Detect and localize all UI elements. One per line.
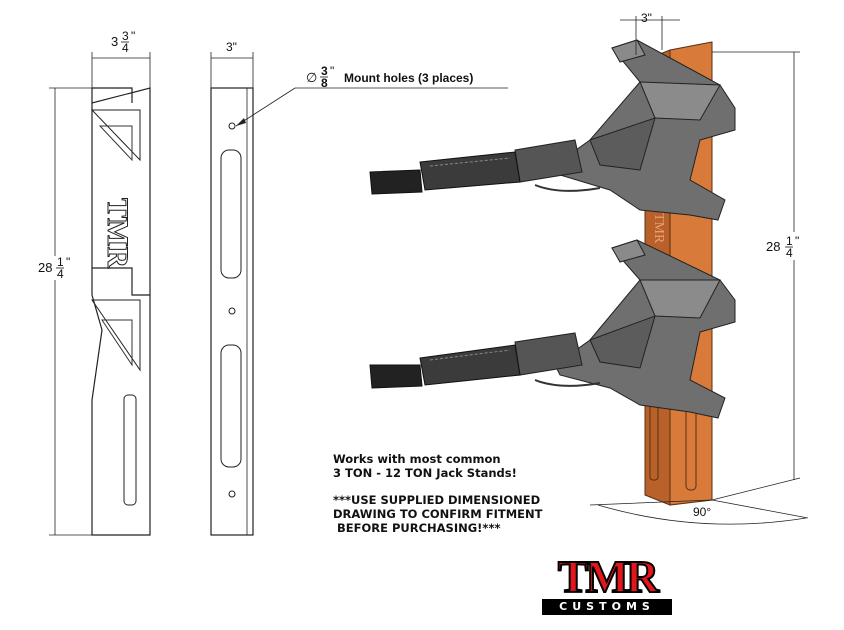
part-mark: TMR [101, 198, 134, 268]
compat-line-2: 3 TON - 12 TON Jack Stands! [333, 466, 517, 480]
left-height-dimension: 28 1 4 " [38, 87, 92, 536]
right-height-dimension: 28 1 4 " [711, 51, 805, 501]
right-height-whole: 28 [766, 239, 780, 254]
front-width: 3" [226, 40, 237, 54]
hole-num: 3 [321, 64, 328, 78]
right-height-den: 4 [786, 246, 793, 260]
warning-line-3: BEFORE PURCHASING!*** [333, 521, 501, 535]
left-width-den: 4 [122, 41, 129, 55]
front-width-dimension: 3" [210, 40, 254, 88]
front-view [210, 87, 254, 536]
logo-main-text: TMR [557, 551, 660, 602]
hole-label: Mount holes (3 places) [344, 71, 473, 85]
left-width-inch: " [131, 29, 135, 43]
hole-den: 8 [321, 76, 328, 90]
left-width-num: 3 [122, 29, 129, 43]
left-height-inch: " [66, 255, 70, 269]
upper-jack-stand [369, 39, 736, 221]
left-height-den: 4 [57, 267, 64, 281]
diameter-symbol: ∅ [306, 70, 317, 85]
right-height-num: 1 [786, 234, 793, 248]
right-width: 3" [641, 11, 652, 25]
angle-label: 90° [693, 505, 711, 519]
right-height-inch: " [795, 234, 799, 248]
compat-line-1: Works with most common [333, 452, 501, 466]
warning-line-2: DRAWING TO CONFIRM FITMENT [333, 507, 543, 521]
left-height-whole: 28 [38, 260, 52, 275]
warning-line-1: ***USE SUPPLIED DIMENSIONED [333, 493, 541, 507]
warning-note: ***USE SUPPLIED DIMENSIONED DRAWING TO C… [333, 493, 542, 535]
mount-hole-top [228, 122, 236, 130]
svg-text:TMR: TMR [651, 213, 666, 244]
assembly-view: TMR 90° [369, 39, 809, 525]
hole-inch: " [330, 64, 334, 78]
mount-hole-middle [228, 307, 236, 315]
side-profile-view: TMR [90, 87, 151, 536]
right-width-dimension: 3" [620, 11, 680, 55]
left-width-dimension: 3 3 4 " [91, 29, 151, 88]
left-height-num: 1 [57, 255, 64, 269]
mount-hole-callout: ∅ 3 8 " Mount holes (3 places) [235, 64, 508, 127]
lower-jack-stand [369, 239, 736, 419]
left-width-whole: 3 [111, 34, 118, 49]
tmr-customs-logo: TMR CUSTOMS [540, 551, 674, 617]
logo-sub-text: CUSTOMS [542, 599, 672, 615]
mount-hole-bottom [228, 490, 236, 498]
compatibility-note: Works with most common 3 TON - 12 TON Ja… [333, 452, 517, 480]
